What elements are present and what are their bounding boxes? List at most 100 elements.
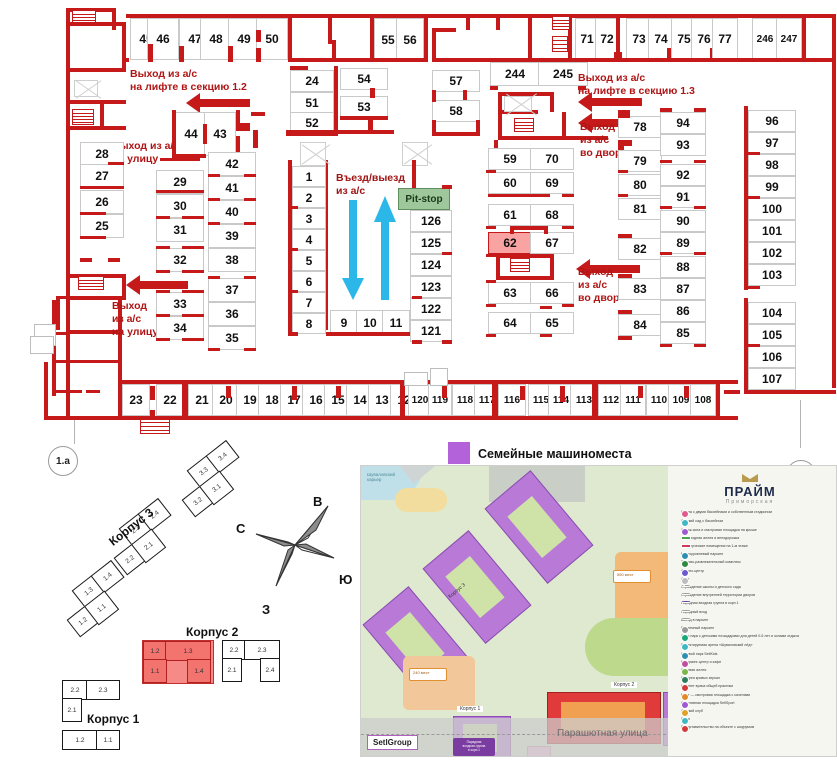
parking-cell[interactable]: 82 — [618, 238, 662, 260]
parking-cell[interactable]: 23 — [122, 384, 150, 416]
parking-cell[interactable]: 3 — [292, 208, 326, 229]
parking-cell[interactable]: 73 — [626, 18, 652, 60]
parking-cell-highlighted[interactable]: 62 — [488, 232, 532, 254]
parking-cell[interactable]: 91 — [660, 186, 706, 208]
parking-cell[interactable]: 9 — [330, 310, 358, 336]
parking-cell[interactable]: 24 — [290, 70, 334, 92]
parking-cell[interactable]: 70 — [530, 148, 574, 170]
parking-cell[interactable]: 123 — [410, 276, 452, 298]
parking-cell[interactable]: 48 — [200, 18, 232, 60]
parking-cell[interactable]: 8 — [292, 313, 326, 334]
parking-cell[interactable]: 51 — [290, 92, 334, 114]
parking-cell[interactable]: 42 — [208, 152, 256, 176]
parking-cell[interactable]: 50 — [256, 18, 288, 60]
parking-cell[interactable]: 41 — [208, 176, 256, 200]
parking-cell[interactable]: 246 — [752, 18, 778, 60]
site-master-plan[interactable]: Шуваловский карьер Корпус 3 Корпус 2 Кор… — [360, 465, 837, 757]
parking-cell[interactable]: 38 — [208, 248, 256, 272]
parking-cell[interactable]: 37 — [208, 278, 256, 302]
parking-cell[interactable]: 33 — [156, 292, 204, 316]
parking-cell[interactable]: 85 — [660, 322, 706, 344]
parking-cell[interactable]: 39 — [208, 224, 256, 248]
parking-cell[interactable]: 124 — [410, 254, 452, 276]
parking-cell[interactable]: 60 — [488, 172, 532, 194]
parking-cell[interactable]: 2 — [292, 187, 326, 208]
parking-cell[interactable]: 66 — [530, 282, 574, 304]
parking-cell[interactable]: 110 — [646, 384, 672, 416]
parking-cell[interactable]: 56 — [396, 18, 424, 62]
parking-cell[interactable]: 119 — [428, 384, 452, 416]
parking-cell[interactable]: 68 — [530, 204, 574, 226]
parking-cell[interactable]: 59 — [488, 148, 532, 170]
parking-cell[interactable]: 105 — [748, 324, 796, 346]
parking-cell[interactable]: 7 — [292, 292, 326, 313]
parking-cell[interactable]: 54 — [340, 68, 388, 90]
parking-cell[interactable]: 64 — [488, 312, 532, 334]
parking-cell[interactable]: 27 — [80, 164, 124, 188]
parking-cell[interactable]: 98 — [748, 154, 796, 176]
parking-cell[interactable]: 245 — [538, 62, 588, 86]
parking-cell[interactable]: 102 — [748, 242, 796, 264]
parking-cell[interactable]: 103 — [748, 264, 796, 286]
parking-cell[interactable]: 67 — [530, 232, 574, 254]
parking-cell[interactable]: 88 — [660, 256, 706, 278]
parking-cell[interactable]: 11 — [382, 310, 410, 336]
parking-cell[interactable]: 80 — [618, 174, 662, 196]
parking-cell[interactable]: 78 — [618, 116, 662, 138]
parking-cell[interactable]: 126 — [410, 210, 452, 232]
parking-cell[interactable]: 4 — [292, 229, 326, 250]
parking-cell[interactable]: 49 — [228, 18, 260, 60]
parking-cell[interactable]: 6 — [292, 271, 326, 292]
parking-cell[interactable]: 65 — [530, 312, 574, 334]
parking-cell[interactable]: 94 — [660, 112, 706, 134]
parking-cell[interactable]: 92 — [660, 164, 706, 186]
parking-cell[interactable]: 122 — [410, 298, 452, 320]
parking-cell[interactable]: 121 — [410, 320, 452, 342]
parking-cell[interactable]: 58 — [432, 100, 480, 122]
parking-cell[interactable]: 69 — [530, 172, 574, 194]
parking-cell[interactable]: 63 — [488, 282, 532, 304]
parking-cell[interactable]: 31 — [156, 218, 204, 242]
parking-cell[interactable]: 83 — [618, 278, 662, 300]
parking-cell[interactable]: 77 — [712, 18, 738, 60]
parking-cell[interactable]: 34 — [156, 316, 204, 340]
parking-cell[interactable]: 5 — [292, 250, 326, 271]
parking-cell[interactable]: 36 — [208, 302, 256, 326]
parking-cell[interactable]: 43 — [204, 112, 236, 156]
parking-cell[interactable]: 125 — [410, 232, 452, 254]
parking-cell[interactable]: 99 — [748, 176, 796, 198]
parking-cell[interactable]: 84 — [618, 314, 662, 336]
parking-cell[interactable]: 79 — [618, 150, 662, 172]
parking-cell[interactable]: 61 — [488, 204, 532, 226]
parking-cell[interactable]: 53 — [340, 96, 388, 118]
parking-cell[interactable]: 100 — [748, 198, 796, 220]
parking-cell[interactable]: 104 — [748, 302, 796, 324]
parking-cell[interactable]: 35 — [208, 326, 256, 350]
parking-cell[interactable]: 108 — [690, 384, 716, 416]
parking-cell[interactable]: 97 — [748, 132, 796, 154]
parking-cell[interactable]: 25 — [80, 214, 124, 238]
parking-cell[interactable]: 26 — [80, 190, 124, 214]
parking-cell[interactable]: 10 — [356, 310, 384, 336]
parking-cell[interactable]: 87 — [660, 278, 706, 300]
parking-cell[interactable]: 22 — [156, 384, 184, 416]
parking-cell[interactable]: 244 — [490, 62, 540, 86]
parking-cell[interactable]: 107 — [748, 368, 796, 390]
parking-cell[interactable]: 93 — [660, 134, 706, 156]
parking-cell[interactable]: 90 — [660, 210, 706, 232]
parking-cell[interactable]: 32 — [156, 248, 204, 272]
parking-cell[interactable]: 96 — [748, 110, 796, 132]
parking-cell[interactable]: 81 — [618, 198, 662, 220]
pit-stop-cell[interactable]: Pit-stop — [398, 188, 450, 210]
plan-marker[interactable]: 1.а — [48, 446, 78, 476]
parking-cell[interactable]: 101 — [748, 220, 796, 242]
parking-cell[interactable]: 247 — [776, 18, 802, 60]
parking-cell[interactable]: 30 — [156, 194, 204, 218]
parking-cell[interactable]: 1 — [292, 166, 326, 187]
parking-cell[interactable]: 89 — [660, 232, 706, 254]
parking-cell[interactable]: 86 — [660, 300, 706, 322]
parking-cell[interactable]: 57 — [432, 70, 480, 92]
parking-cell[interactable]: 112 — [598, 384, 624, 416]
parking-cell[interactable]: 40 — [208, 200, 256, 224]
parking-cell[interactable]: 106 — [748, 346, 796, 368]
